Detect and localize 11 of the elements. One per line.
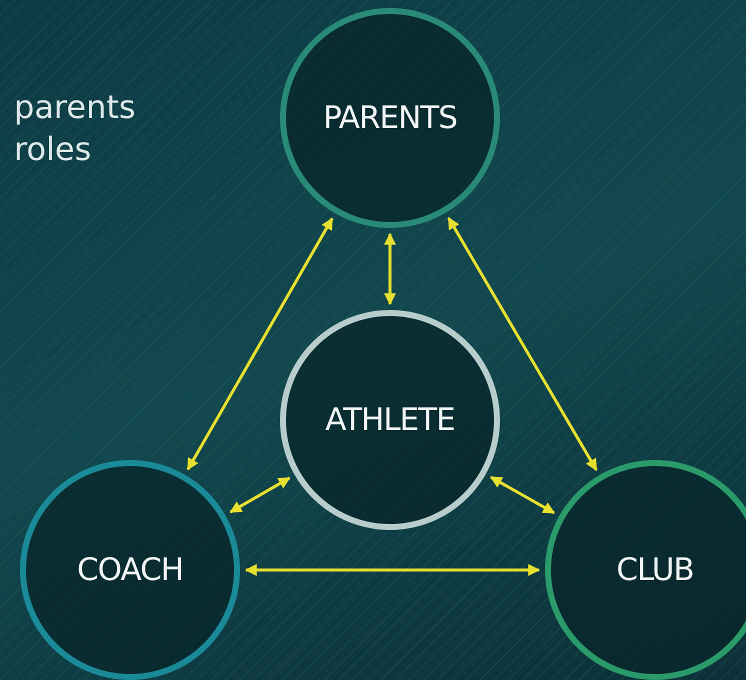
double-arrow [384, 232, 396, 306]
node-label: PARENTS [323, 100, 457, 136]
node-label: ATHLETE [325, 402, 455, 438]
node-label: COACH [76, 552, 184, 588]
double-arrow [244, 564, 540, 576]
double-arrow [186, 218, 334, 470]
double-arrow [447, 217, 598, 471]
node-label: CLUB [616, 552, 694, 588]
double-arrow [229, 476, 291, 514]
heading-text: parents roles [14, 87, 137, 170]
double-arrow [490, 476, 556, 514]
